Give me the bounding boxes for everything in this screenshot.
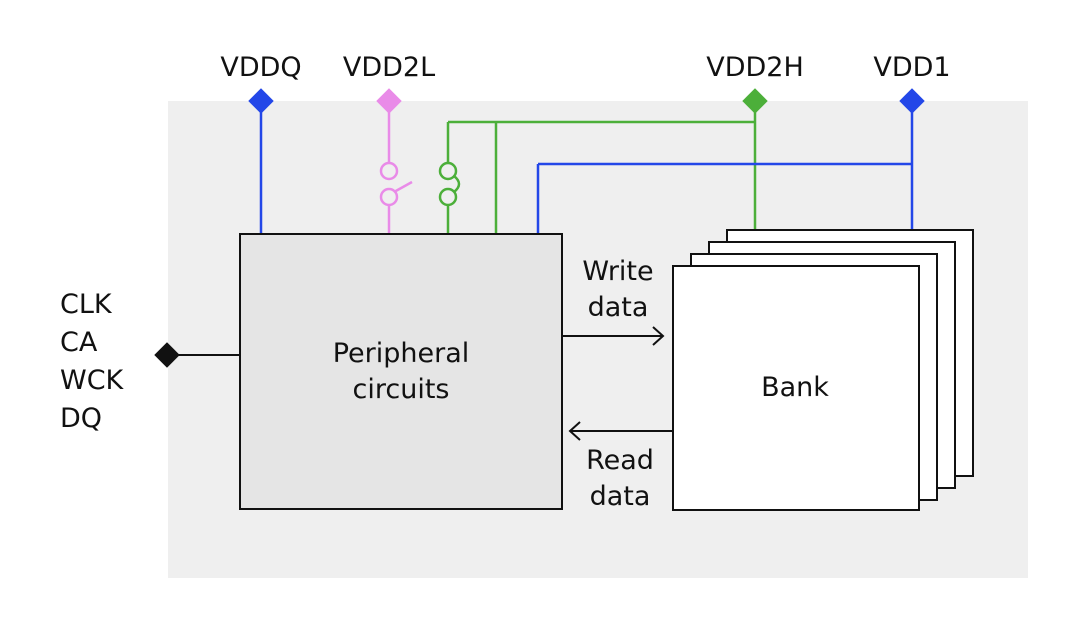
vdd2h-pin [742, 88, 768, 114]
vdd2l-pin [376, 88, 402, 114]
read-data-arrowhead [568, 421, 581, 441]
peripheral-circuits-box [239, 233, 563, 510]
write-data-label-line1: Write [582, 256, 653, 287]
vddq-label: VDDQ [220, 52, 301, 83]
vdd2l-label: VDD2L [343, 52, 435, 83]
read-data-label-line2: data [590, 481, 651, 512]
vdd1-label: VDD1 [873, 52, 950, 83]
peripheral-label-line1: Peripheral [333, 338, 470, 369]
peripheral-label-line2: circuits [353, 374, 450, 405]
read-data-label-line1: Read [586, 445, 654, 476]
vdd1-pin [899, 88, 925, 114]
signal-label-ca: CA [60, 327, 98, 358]
bank-label: Bank [761, 372, 829, 403]
bank-front [672, 265, 920, 511]
vdd2l-switch-contact-top [379, 161, 399, 181]
write-data-arrowhead [652, 326, 665, 346]
vdd2h-switch-closed-lever [453, 175, 461, 193]
vdd2h-label: VDD2H [706, 52, 804, 83]
vdd2l-switch-lever [393, 180, 413, 194]
signal-label-wck: WCK [60, 365, 125, 396]
vdd2h-switch-contact-top [438, 161, 458, 181]
signal-pin [154, 342, 180, 368]
signal-label-clk: CLK [60, 289, 113, 320]
write-data-label-line2: data [588, 292, 649, 323]
signal-label-dq: DQ [60, 403, 102, 434]
